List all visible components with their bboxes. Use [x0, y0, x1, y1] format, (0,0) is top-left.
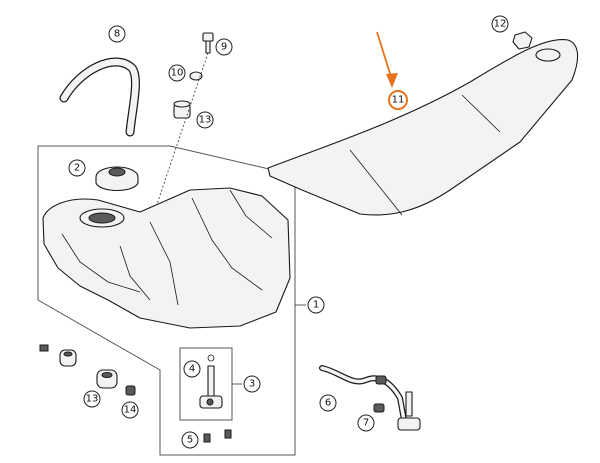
- svg-text:5: 5: [187, 435, 193, 446]
- svg-text:1: 1: [313, 300, 319, 311]
- clamp-part-2: [373, 403, 385, 413]
- callout-1: 1: [307, 296, 325, 314]
- callout-5: 5: [181, 431, 199, 449]
- tap-screw-part: [203, 433, 211, 443]
- callout-3: 3: [243, 375, 261, 393]
- fuel-tank-part: [42, 187, 291, 329]
- callout-4: 4: [183, 360, 201, 378]
- svg-text:2: 2: [74, 163, 80, 174]
- callout-11: 11: [388, 90, 408, 110]
- callout-13-top: 13: [196, 111, 214, 129]
- svg-text:8: 8: [114, 29, 120, 40]
- screw-part: [202, 32, 214, 54]
- svg-text:6: 6: [325, 398, 331, 409]
- callout-13-bottom: 13: [83, 390, 101, 408]
- callout-10: 10: [168, 64, 186, 82]
- svg-text:14: 14: [124, 405, 137, 416]
- callout-14: 14: [121, 401, 139, 419]
- sub-frame-3: [179, 347, 233, 421]
- svg-text:4: 4: [189, 364, 195, 375]
- highlight-arrow-head: [386, 73, 398, 88]
- svg-text:3: 3: [249, 379, 255, 390]
- svg-text:7: 7: [363, 418, 369, 429]
- svg-text:13: 13: [86, 394, 99, 405]
- svg-text:13: 13: [199, 115, 212, 126]
- svg-text:11: 11: [392, 95, 405, 106]
- tap-valve-part: [397, 391, 421, 431]
- o-ring-part: [207, 354, 215, 362]
- fuel-line-part: [319, 365, 407, 423]
- callout-7: 7: [357, 414, 375, 432]
- tap-screw-part-2: [224, 429, 232, 439]
- bolt-part: [125, 385, 136, 396]
- assembly-frame: [37, 145, 296, 456]
- fuel-cap-part: [95, 166, 139, 192]
- seat-part: [267, 38, 579, 216]
- svg-text:10: 10: [171, 68, 184, 79]
- callout-9: 9: [215, 38, 233, 56]
- fuel-hose: [59, 57, 140, 137]
- small-screw-part: [39, 344, 49, 352]
- callout-2: 2: [68, 159, 86, 177]
- highlight-arrow: [376, 31, 393, 81]
- callout-12: 12: [491, 15, 509, 33]
- rubber-bushing-part: [59, 349, 77, 367]
- clamp-part: [375, 375, 387, 385]
- bushing-part: [173, 100, 191, 119]
- callout-8: 8: [108, 25, 126, 43]
- grommet-part: [96, 369, 118, 389]
- callout-6: 6: [319, 394, 337, 412]
- svg-text:12: 12: [494, 19, 507, 30]
- nut-part: [512, 31, 533, 50]
- fuel-tap-part: [199, 365, 223, 409]
- washer-part: [189, 71, 203, 81]
- svg-text:9: 9: [221, 42, 227, 53]
